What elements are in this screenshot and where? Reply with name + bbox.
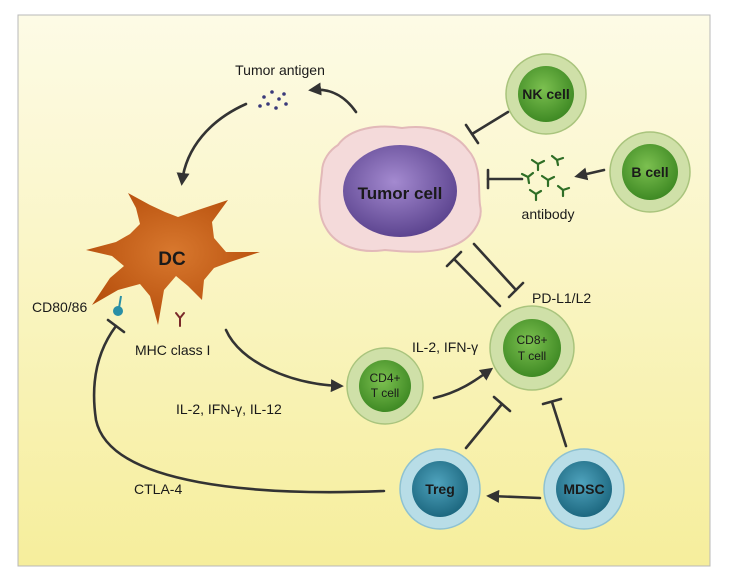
mhc-class-i-label: MHC class I — [135, 342, 210, 358]
tumor-cell-label: Tumor cell — [358, 184, 443, 203]
inhibit-nk-to-tumor — [470, 110, 510, 136]
cd4-label-line2: T cell — [371, 386, 399, 400]
inhibit-treg-to-cd8 — [464, 402, 504, 450]
antibody-glyph — [556, 184, 571, 198]
antigen-dot — [266, 102, 270, 106]
y-receptor-icon — [175, 312, 185, 327]
nk-cell-label: NK cell — [522, 86, 569, 102]
cd8-label-line1: CD8+ — [516, 333, 547, 347]
antigen-dot — [258, 104, 262, 108]
arrow-dc-to-cd4 — [224, 328, 344, 393]
inhibit-mdsc-bar — [541, 397, 563, 406]
inhibit-treg-to-cd80 — [92, 324, 386, 494]
cd4-label-line1: CD4+ — [369, 371, 400, 385]
inhibit-pdl1-to-cd8 — [472, 242, 518, 292]
inhibit-nk-bar — [464, 123, 480, 145]
treg-cell: Treg — [399, 448, 481, 530]
mdsc-label: MDSC — [563, 481, 604, 497]
arrows — [92, 82, 606, 503]
inhibit-treg-bar — [492, 395, 512, 413]
inhibit-ctla4-bar — [106, 318, 126, 334]
pd-l1-l2-label: PD-L1/L2 — [532, 290, 591, 306]
arrow-tumor-to-antigen — [308, 82, 358, 114]
antigen-dot — [282, 92, 286, 96]
receptor-head — [113, 306, 123, 316]
tumor-antigen-label: Tumor antigen — [235, 62, 325, 78]
dendritic-cell: DC — [86, 193, 260, 327]
y-shaped-antibody-icon — [520, 154, 571, 202]
nk-cell-body — [518, 66, 574, 122]
il2-ifng-label: IL-2, IFN-γ — [412, 339, 478, 355]
arrow-mdsc-to-treg — [486, 489, 542, 503]
ctla4-label: CTLA-4 — [134, 481, 182, 497]
antigen-dot — [262, 95, 266, 99]
inhibit-cd8-to-tumor — [452, 257, 502, 308]
dc-label: DC — [158, 249, 186, 270]
antibody-glyph — [520, 171, 535, 185]
antibody-label: antibody — [522, 206, 575, 222]
mdsc-cell-body — [556, 461, 612, 517]
cd8-cell-body — [503, 319, 561, 377]
arrow-bcell-to-antibody — [574, 167, 606, 181]
antigen-dot — [277, 97, 281, 101]
lollipop-receptor-icon — [113, 295, 123, 316]
tumor-cell-nucleus — [343, 145, 457, 237]
nk-cell: NK cell — [505, 53, 587, 135]
antigen-dot — [274, 106, 278, 110]
b-cell-label: B cell — [631, 164, 668, 180]
cd8-t-cell: CD8+ T cell — [489, 305, 575, 391]
antibody-glyph — [550, 154, 565, 167]
antigen-dot — [284, 102, 288, 106]
dots-cluster-icon — [258, 90, 288, 110]
dc-body — [86, 193, 260, 325]
mdsc-cell: MDSC — [543, 448, 625, 530]
antibody-glyph — [528, 188, 543, 202]
cd80-86-label: CD80/86 — [32, 299, 87, 315]
mhc-receptor-glyph — [175, 312, 185, 327]
treg-cell-body — [412, 461, 468, 517]
arrow-antigen-to-dc — [176, 102, 248, 186]
il2-ifng-il12-label: IL-2, IFN-γ, IL-12 — [176, 401, 282, 417]
antigen-dot — [270, 90, 274, 94]
arrow-cd4-to-cd8 — [432, 367, 494, 400]
cd4-cell-body — [359, 360, 411, 412]
treg-label: Treg — [425, 481, 455, 497]
antibody-glyph — [540, 174, 556, 188]
antibody-glyph — [530, 158, 546, 172]
b-cell-body — [622, 144, 678, 200]
inhibit-mdsc-to-cd8 — [550, 400, 568, 448]
inhibit-cd8-bar — [445, 250, 463, 268]
receptor-stem — [118, 295, 122, 309]
b-cell: B cell — [609, 131, 691, 213]
tumor-cell: Tumor cell — [318, 125, 482, 253]
cd8-label-line2: T cell — [518, 349, 546, 363]
inhibit-pdl1-bar — [507, 281, 525, 299]
cd4-t-cell: CD4+ T cell — [346, 347, 424, 425]
